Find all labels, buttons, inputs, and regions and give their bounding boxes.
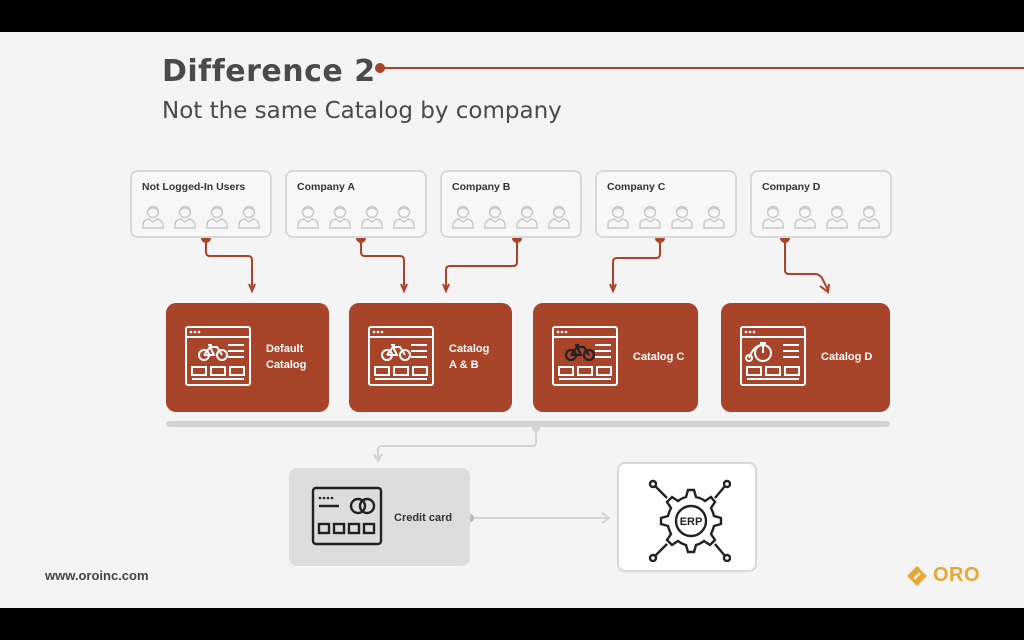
catalog-label: Catalog C: [633, 349, 684, 365]
user-icon: [297, 205, 319, 229]
user-icon: [762, 205, 784, 229]
bicycle-icon: [185, 326, 251, 386]
user-icon: [361, 205, 383, 229]
user-icon: [206, 205, 228, 229]
catalog-label-line1: Default: [266, 343, 304, 355]
user-icons: [294, 202, 418, 230]
user-icon: [671, 205, 693, 229]
user-icon: [826, 205, 848, 229]
user-icon: [858, 205, 880, 229]
catalog-label-line1: Catalog D: [821, 351, 873, 363]
user-icon: [703, 205, 725, 229]
bicycle-icon: [552, 326, 618, 386]
payment-credit-card: Credit card: [289, 468, 470, 566]
catalog-label-line1: Catalog C: [633, 351, 685, 363]
footer-url[interactable]: www.oroinc.com: [45, 568, 149, 583]
user-icons: [139, 202, 263, 230]
user-icon: [329, 205, 351, 229]
user-group-label: Company C: [607, 181, 666, 193]
catalog-d: Catalog D: [721, 303, 890, 412]
user-icon: [393, 205, 415, 229]
user-icon: [452, 205, 474, 229]
oro-logo-icon: [907, 565, 927, 586]
user-icon: [639, 205, 661, 229]
user-group-label: Company B: [452, 181, 511, 193]
catalog-label: Catalog D: [821, 349, 872, 365]
page-subtitle: Not the same Catalog by company: [162, 98, 562, 124]
credit-card-icon: [311, 486, 383, 546]
user-icon: [174, 205, 196, 229]
erp-label: ERP: [680, 516, 703, 528]
user-group-not-logged-in: Not Logged-In Users: [130, 170, 272, 238]
user-icon: [516, 205, 538, 229]
user-group-company-a: Company A: [285, 170, 427, 238]
catalog-label-line1: Catalog: [449, 343, 490, 355]
catalog-a-b: Catalog A & B: [349, 303, 512, 412]
slide: Difference 2 Not the same Catalog by com…: [0, 32, 1024, 608]
penny-farthing-icon: [740, 326, 806, 386]
user-group-company-c: Company C: [595, 170, 737, 238]
title-rule: [376, 67, 1024, 69]
page-title: Difference 2: [162, 54, 376, 89]
user-group-company-d: Company D: [750, 170, 892, 238]
oro-logo: ORO: [906, 564, 980, 587]
user-icon: [484, 205, 506, 229]
catalog-label: Default Catalog: [266, 341, 306, 373]
erp-gear-icon: ERP: [648, 479, 731, 562]
catalog-label-line2: A & B: [449, 359, 479, 371]
catalog-label: Catalog A & B: [449, 341, 489, 373]
user-icons: [604, 202, 728, 230]
catalog-default: Default Catalog: [166, 303, 329, 412]
user-icon: [607, 205, 629, 229]
payment-label: Credit card: [394, 512, 453, 524]
user-group-label: Not Logged-In Users: [142, 181, 246, 193]
erp-system: ERP: [617, 462, 757, 572]
bicycle-icon: [368, 326, 434, 386]
user-icon: [142, 205, 164, 229]
user-icon: [238, 205, 260, 229]
user-group-company-b: Company B: [440, 170, 582, 238]
user-icon: [548, 205, 570, 229]
user-icons: [759, 202, 883, 230]
catalog-label-line2: Catalog: [266, 359, 307, 371]
oro-logo-text: ORO: [933, 564, 981, 586]
catalog-base-bar: [166, 421, 890, 427]
user-group-label: Company D: [762, 181, 821, 193]
user-group-label: Company A: [297, 181, 355, 193]
catalog-c: Catalog C: [533, 303, 698, 412]
user-icons: [449, 202, 573, 230]
user-icon: [794, 205, 816, 229]
